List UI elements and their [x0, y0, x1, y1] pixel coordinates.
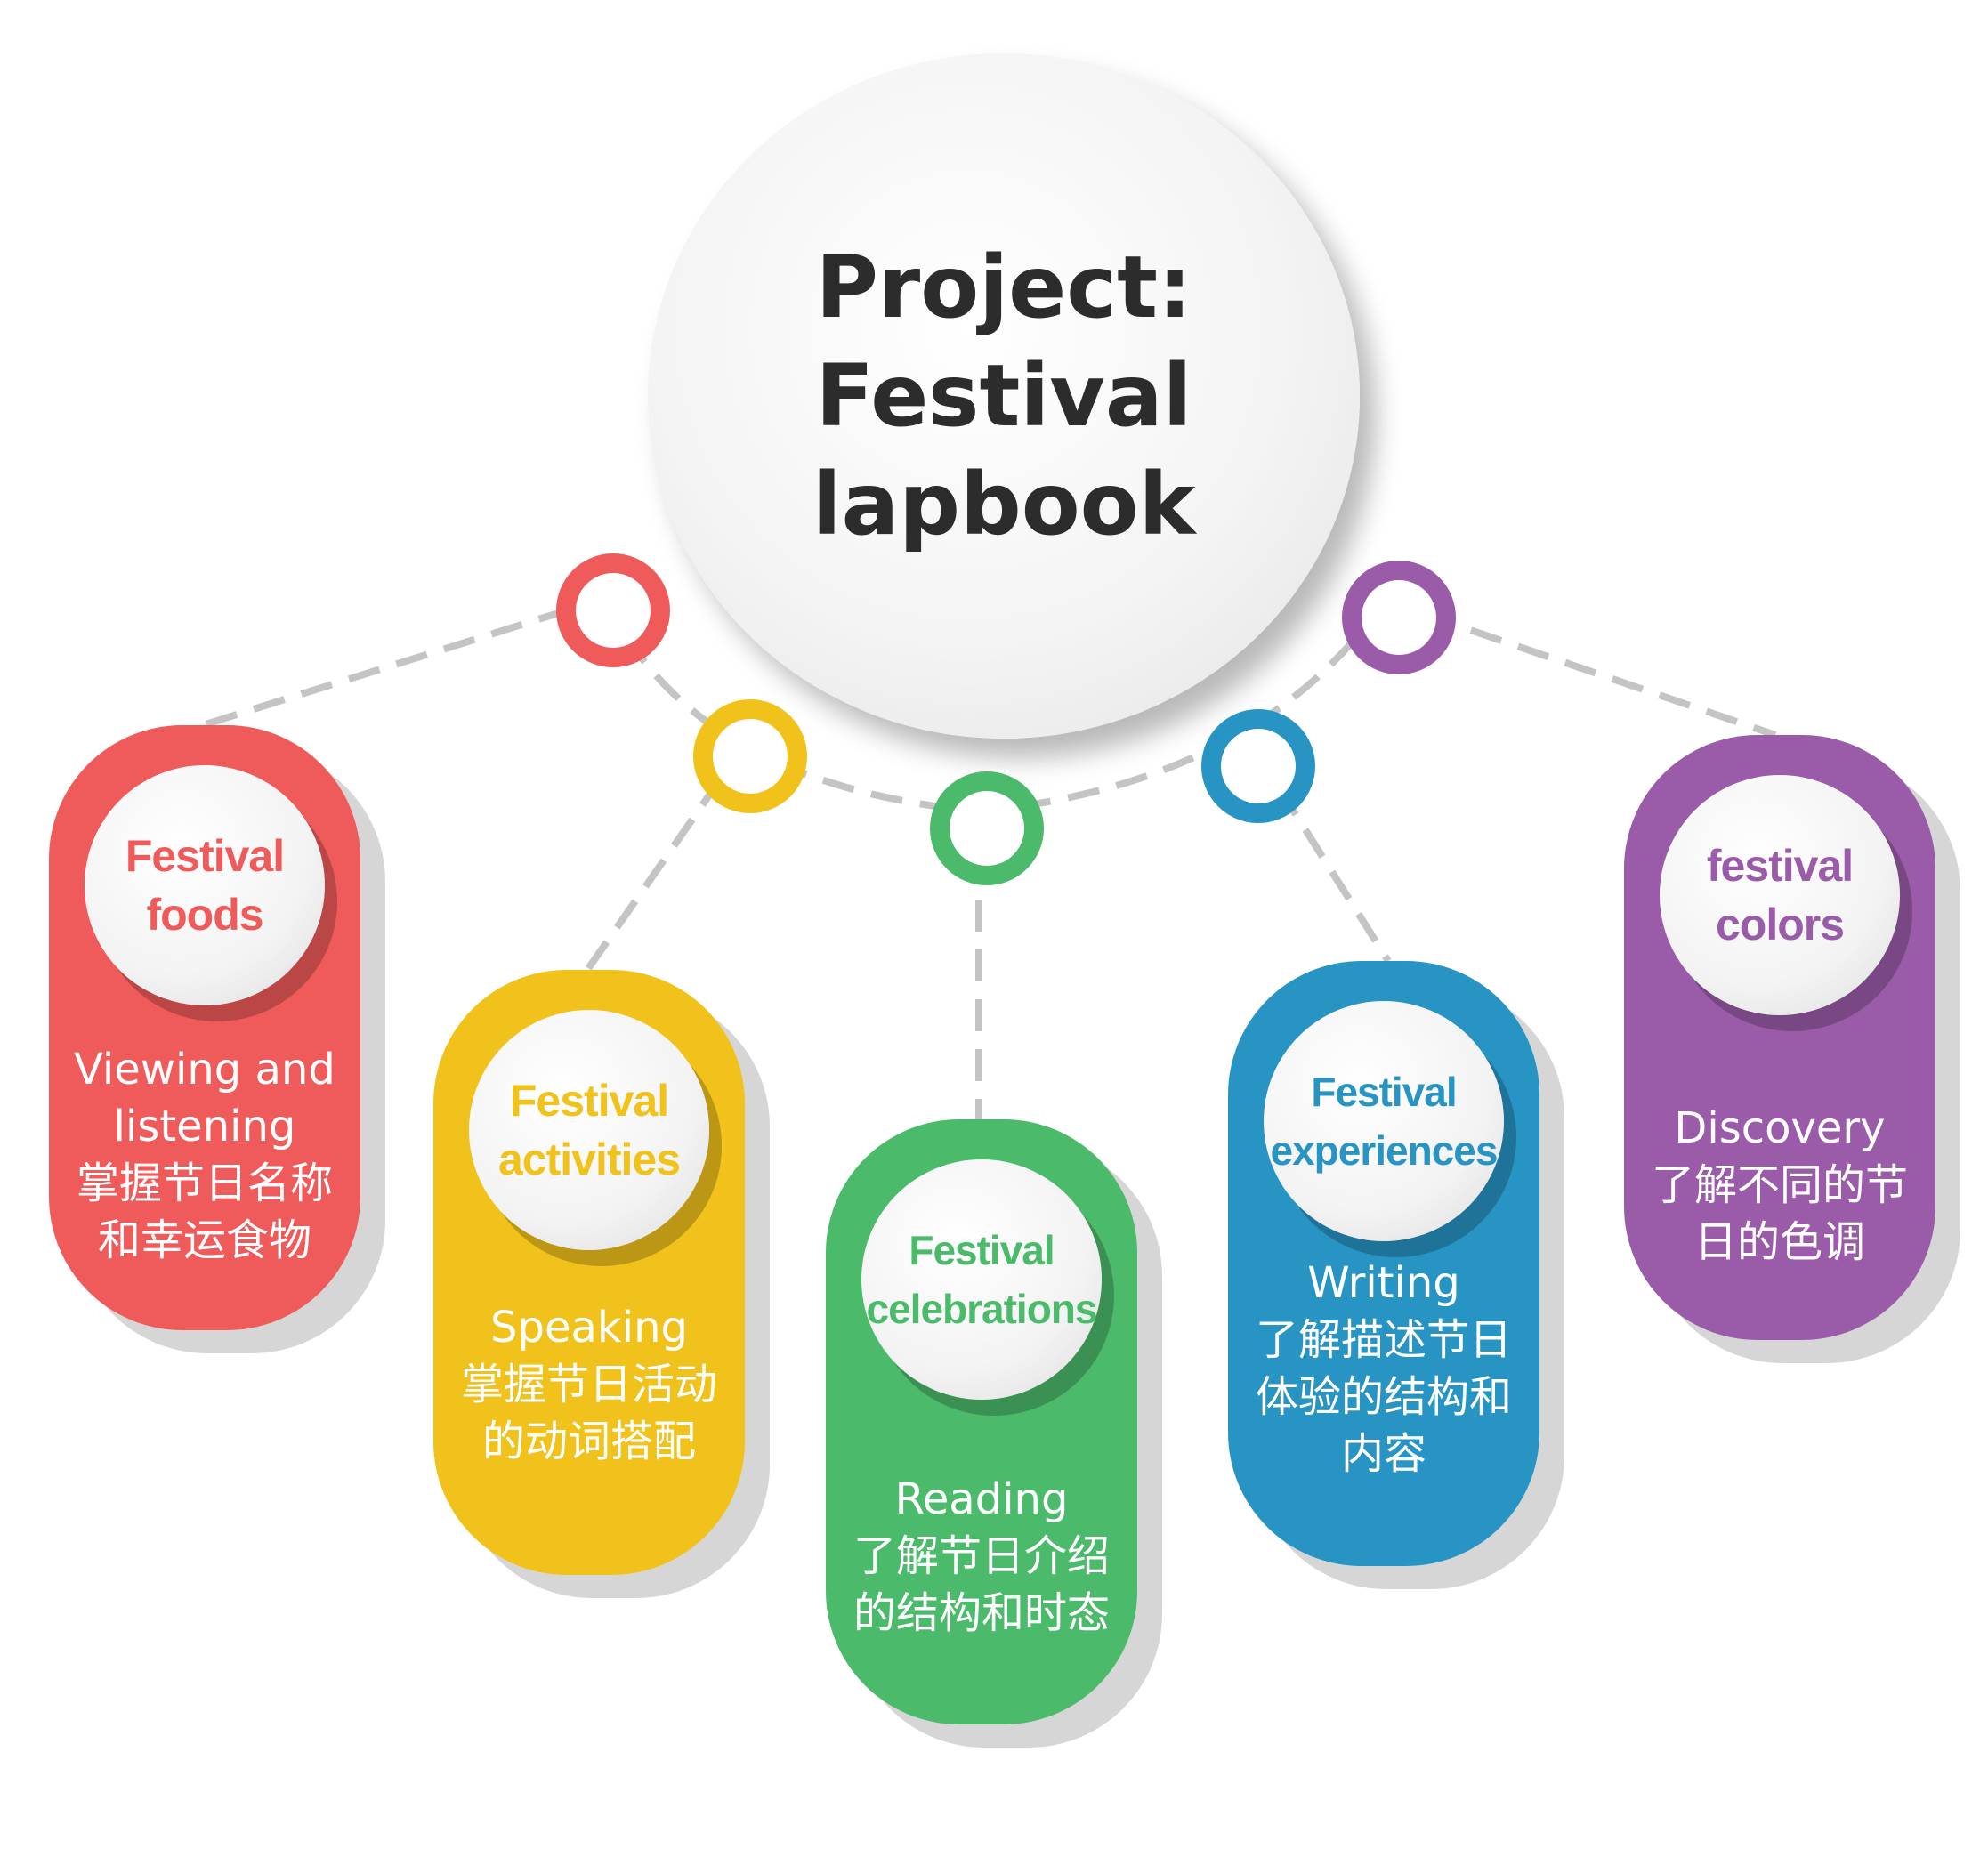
ring-blue [1201, 709, 1315, 823]
detail-festival-activities: 掌握节日活动的动词搭配 [460, 1360, 717, 1466]
label-festival-foods: Festival foods [125, 831, 285, 940]
connector-to-experiences [1275, 785, 1392, 964]
skill-festival-colors: Discovery [1674, 1103, 1886, 1153]
disc-festival-celebrations: Festival celebrations [861, 1159, 1102, 1400]
connector-to-foods [201, 606, 571, 729]
skill-festival-foods: Viewing and listening [74, 1045, 335, 1151]
detail-festival-foods: 掌握节日名称和幸运食物 [76, 1159, 333, 1265]
skill-festival-celebrations: Reading [894, 1474, 1069, 1524]
card-festival-foods: Festival foods Viewing and listening 掌握节… [49, 725, 360, 1330]
body-festival-experiences: Writing 了解描述节日体验的结构和内容 [1237, 1255, 1531, 1482]
detail-festival-celebrations: 了解节日介绍的结构和时态 [853, 1531, 1110, 1638]
ring-green [930, 771, 1044, 885]
card-festival-activities: Festival activities Speaking 掌握节日活动的动词搭配 [433, 970, 745, 1575]
ring-yellow [693, 699, 807, 813]
detail-festival-experiences: 了解描述节日体验的结构和内容 [1255, 1315, 1512, 1479]
label-festival-experiences: Festival experiences [1270, 1069, 1499, 1174]
body-festival-foods: Viewing and listening 掌握节日名称和幸运食物 [58, 1041, 352, 1269]
label-festival-activities: Festival activities [497, 1076, 681, 1184]
label-festival-celebrations: Festival celebrations [866, 1227, 1098, 1332]
hub-title: Project: Festival lapbook [812, 238, 1196, 554]
disc-festival-experiences: Festival experiences [1264, 1001, 1504, 1241]
card-festival-celebrations: Festival celebrations Reading 了解节日介绍的结构和… [826, 1119, 1137, 1724]
card-festival-colors: festival colors Discovery 了解不同的节日的色调 [1624, 735, 1935, 1340]
connector-to-colors [1422, 610, 1777, 739]
body-festival-celebrations: Reading 了解节日介绍的结构和时态 [835, 1471, 1128, 1642]
card-festival-experiences: Festival experiences Writing 了解描述节日体验的结构… [1228, 961, 1539, 1566]
ring-purple [1342, 561, 1456, 674]
connector-to-activities [584, 776, 724, 973]
disc-festival-activities: Festival activities [469, 1010, 709, 1250]
disc-festival-colors: festival colors [1660, 775, 1900, 1015]
body-festival-activities: Speaking 掌握节日活动的动词搭配 [442, 1299, 736, 1470]
ring-red [556, 553, 670, 667]
skill-festival-activities: Speaking [490, 1303, 688, 1352]
skill-festival-experiences: Writing [1307, 1258, 1460, 1308]
label-festival-colors: festival colors [1706, 841, 1854, 949]
body-festival-colors: Discovery 了解不同的节日的色调 [1633, 1100, 1927, 1271]
central-hub: Project: Festival lapbook [648, 53, 1360, 739]
disc-festival-foods: Festival foods [85, 765, 325, 1005]
detail-festival-colors: 了解不同的节日的色调 [1651, 1160, 1908, 1267]
